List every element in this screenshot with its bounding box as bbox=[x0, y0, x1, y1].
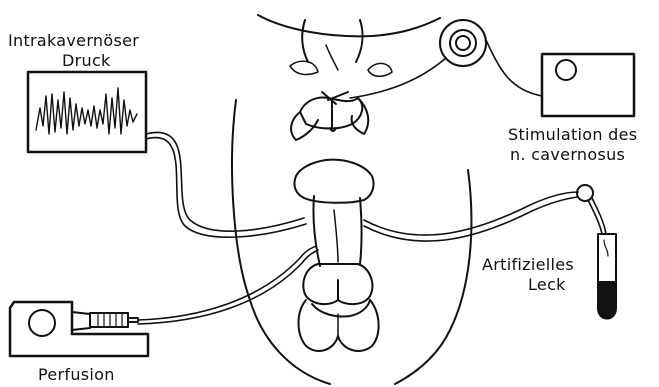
pressure-label-line2: Druck bbox=[62, 52, 111, 70]
incision-site bbox=[291, 92, 368, 140]
electrode bbox=[440, 20, 486, 66]
stimulator bbox=[542, 54, 634, 116]
leak-fluid bbox=[599, 282, 615, 317]
leak-label-line2: Leck bbox=[528, 276, 566, 294]
penis bbox=[294, 160, 373, 317]
perfusion-pump bbox=[10, 302, 148, 356]
leak-tube bbox=[577, 185, 616, 319]
pressure-waveform bbox=[36, 88, 137, 134]
pressure-monitor bbox=[28, 72, 146, 152]
stimulation-label-line1: Stimulation des bbox=[508, 126, 637, 144]
perfusion-label: Perfusion bbox=[38, 366, 115, 384]
leak-label-line1: Artifizielles bbox=[482, 256, 574, 274]
pressure-label-line1: Intrakavernöser bbox=[8, 32, 139, 50]
stimulation-label-line2: n. cavernosus bbox=[510, 146, 625, 164]
body-outline bbox=[232, 15, 471, 384]
